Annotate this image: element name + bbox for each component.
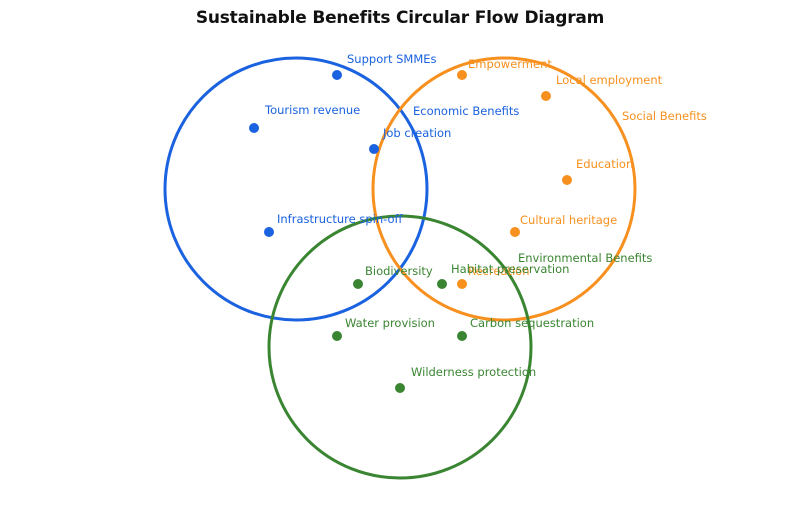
social-point — [457, 279, 467, 289]
social-item-label: Education — [576, 157, 633, 171]
social-item: Empowerment — [457, 57, 552, 80]
economic-point — [369, 144, 379, 154]
environmental-set-label: Environmental Benefits — [518, 251, 652, 265]
economic-point — [264, 227, 274, 237]
environmental-item: Wilderness protection — [395, 365, 536, 393]
economic-item: Support SMMEs — [332, 52, 437, 80]
economic-item-label: Job creation — [382, 126, 451, 140]
environmental-point — [457, 331, 467, 341]
social-item-label: Recreation — [468, 264, 530, 278]
environmental-point — [437, 279, 447, 289]
social-point — [541, 91, 551, 101]
economic-item: Infrastructure spin-off — [264, 212, 404, 237]
social-item: Education — [562, 157, 633, 185]
economic-item-label: Infrastructure spin-off — [277, 212, 404, 226]
social-item: Cultural heritage — [510, 213, 617, 237]
environmental-item: Water provision — [332, 316, 435, 341]
environmental-circle — [267, 214, 533, 480]
social-point — [562, 175, 572, 185]
social-item-label: Empowerment — [468, 57, 552, 71]
social-set-label: Social Benefits — [622, 109, 707, 123]
social-item-label: Local employment — [556, 73, 663, 87]
environmental-point — [332, 331, 342, 341]
environmental-item: Biodiversity — [353, 264, 433, 289]
economic-item: Tourism revenue — [249, 103, 360, 133]
environmental-item-label: Carbon sequestration — [470, 316, 594, 330]
diagram-title: Sustainable Benefits Circular Flow Diagr… — [195, 8, 605, 28]
environmental-item-label: Wilderness protection — [411, 365, 536, 379]
economic-item-label: Tourism revenue — [264, 103, 360, 117]
environmental-item: Habitat preservation — [437, 262, 569, 289]
economic-item: Job creation — [369, 126, 451, 154]
social-circle — [371, 56, 637, 322]
environmental-item: Carbon sequestration — [457, 316, 594, 341]
social-item-label: Cultural heritage — [520, 213, 617, 227]
environmental-item-label: Biodiversity — [365, 264, 433, 278]
economic-circle — [163, 56, 429, 322]
environmental-point — [395, 383, 405, 393]
social-item: Recreation — [457, 264, 530, 289]
environmental-item-label: Habitat preservation — [451, 262, 569, 276]
economic-point — [332, 70, 342, 80]
environmental-point — [353, 279, 363, 289]
economic-point — [249, 123, 259, 133]
economic-set-label: Economic Benefits — [413, 104, 519, 118]
social-point — [510, 227, 520, 237]
environmental-item-label: Water provision — [345, 316, 435, 330]
economic-item-label: Support SMMEs — [347, 52, 437, 66]
social-point — [457, 70, 467, 80]
social-item: Local employment — [541, 73, 663, 101]
